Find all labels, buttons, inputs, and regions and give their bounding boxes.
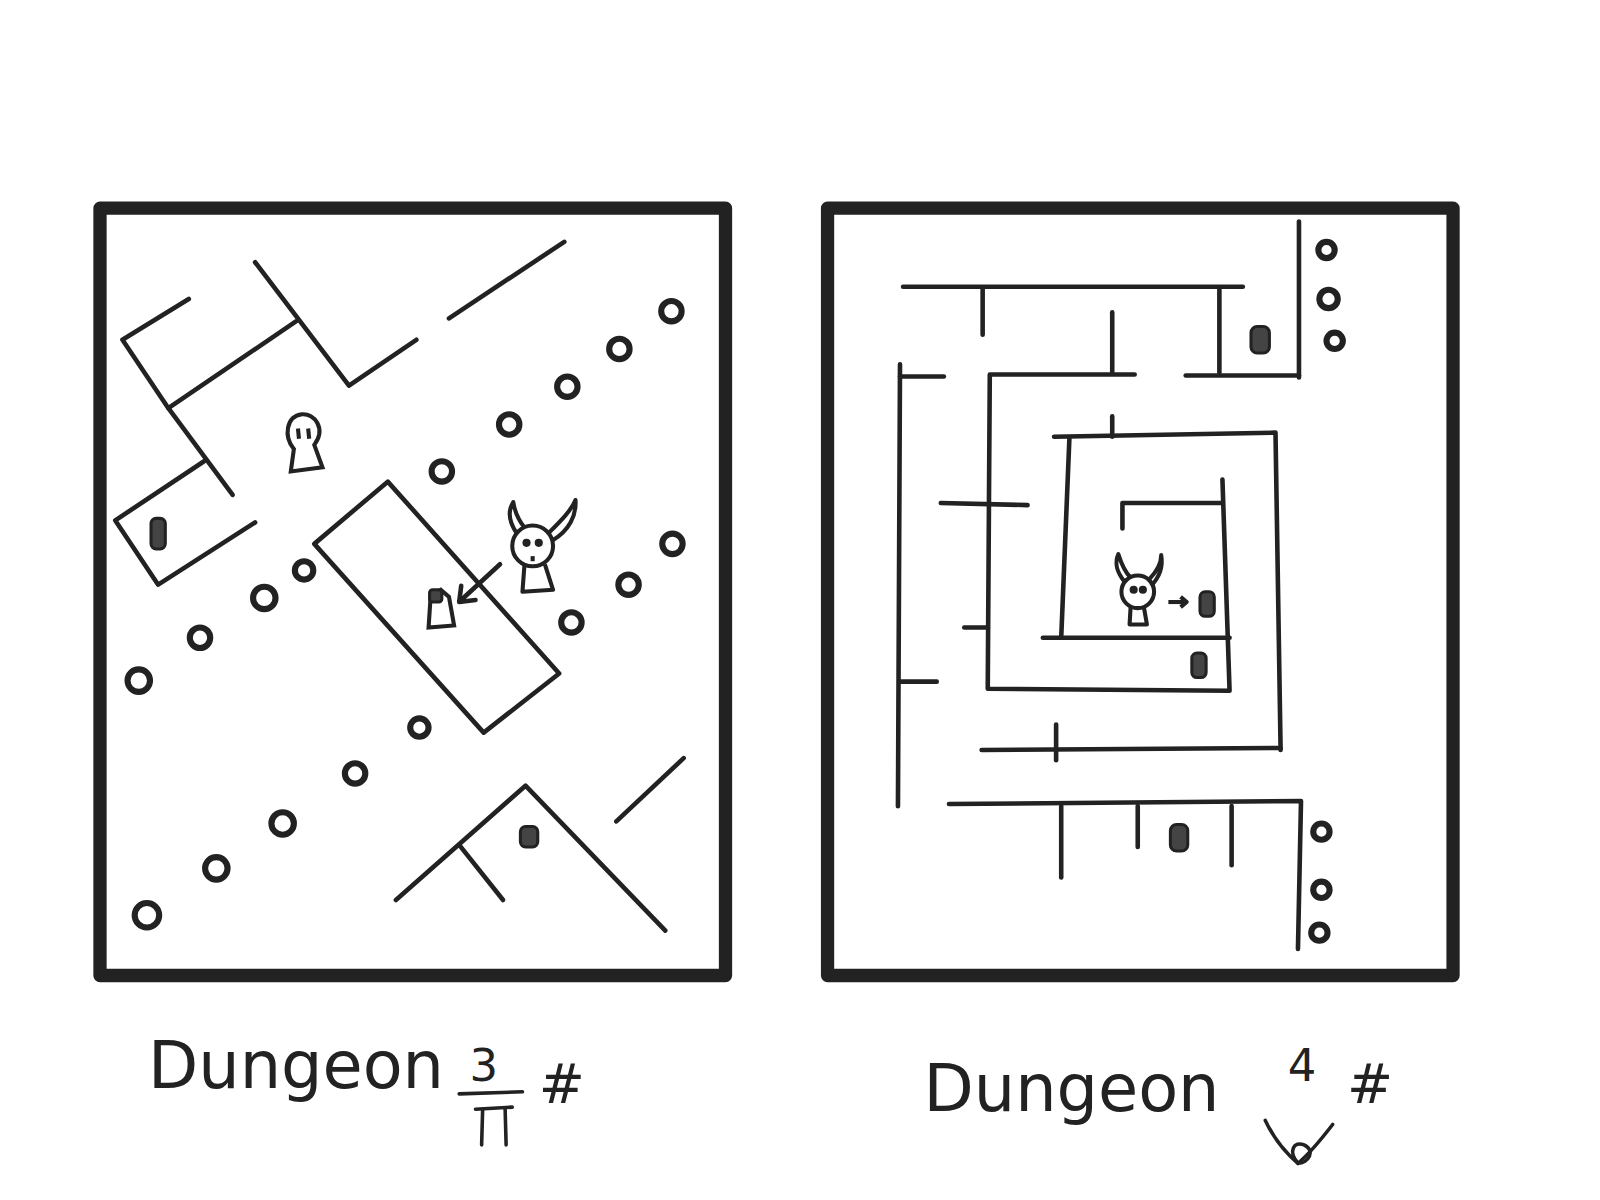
dungeon-number: 3: [469, 1043, 498, 1088]
dungeon-number: 4: [1288, 1043, 1317, 1088]
hash-mark: #: [539, 1057, 585, 1112]
caption-word: Dungeon: [148, 1033, 444, 1098]
caption-word: Dungeon: [923, 1056, 1219, 1121]
hash-mark: #: [1347, 1057, 1393, 1112]
